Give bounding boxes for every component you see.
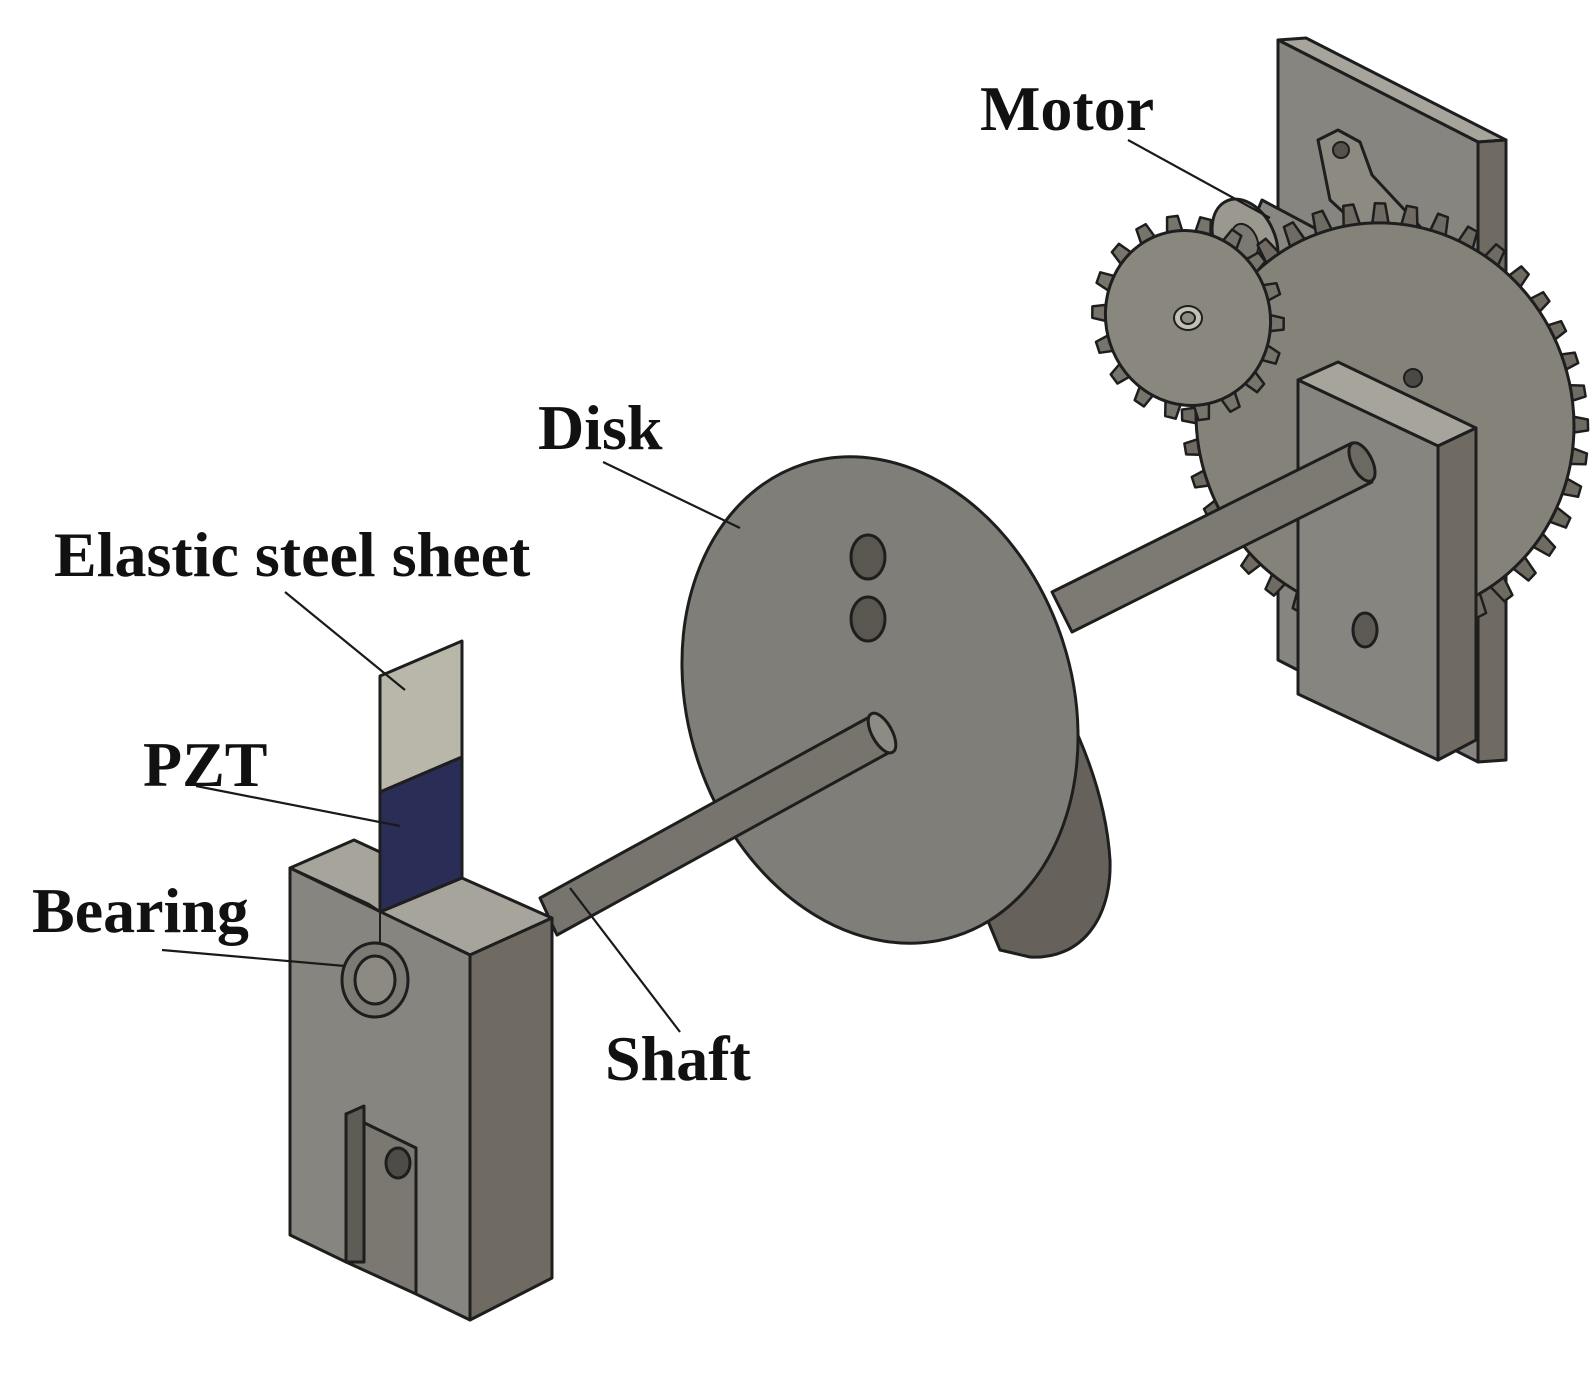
shaft-rear-segment [1050, 441, 1377, 634]
elastic-steel-sheet-leader [284, 591, 406, 691]
pzt-label: PZT [143, 729, 267, 800]
right-support-block [1296, 360, 1478, 762]
bearing-label: Bearing [32, 875, 249, 946]
left-support-block [288, 838, 554, 1322]
disk-label: Disk [538, 392, 663, 463]
shaft-label: Shaft [605, 1023, 752, 1094]
bearing [340, 941, 410, 1019]
leader-lines [161, 139, 1271, 1033]
elastic-steel-sheet-label: Elastic steel sheet [54, 519, 531, 590]
motor-label: Motor [980, 73, 1154, 144]
motor-leader [1127, 139, 1271, 219]
disk [680, 455, 1112, 959]
small-gear [1091, 214, 1285, 422]
bearing-leader [161, 948, 346, 968]
pzt-leader [195, 784, 401, 828]
disk-leader [602, 461, 741, 529]
shaft-leader [569, 887, 681, 1033]
